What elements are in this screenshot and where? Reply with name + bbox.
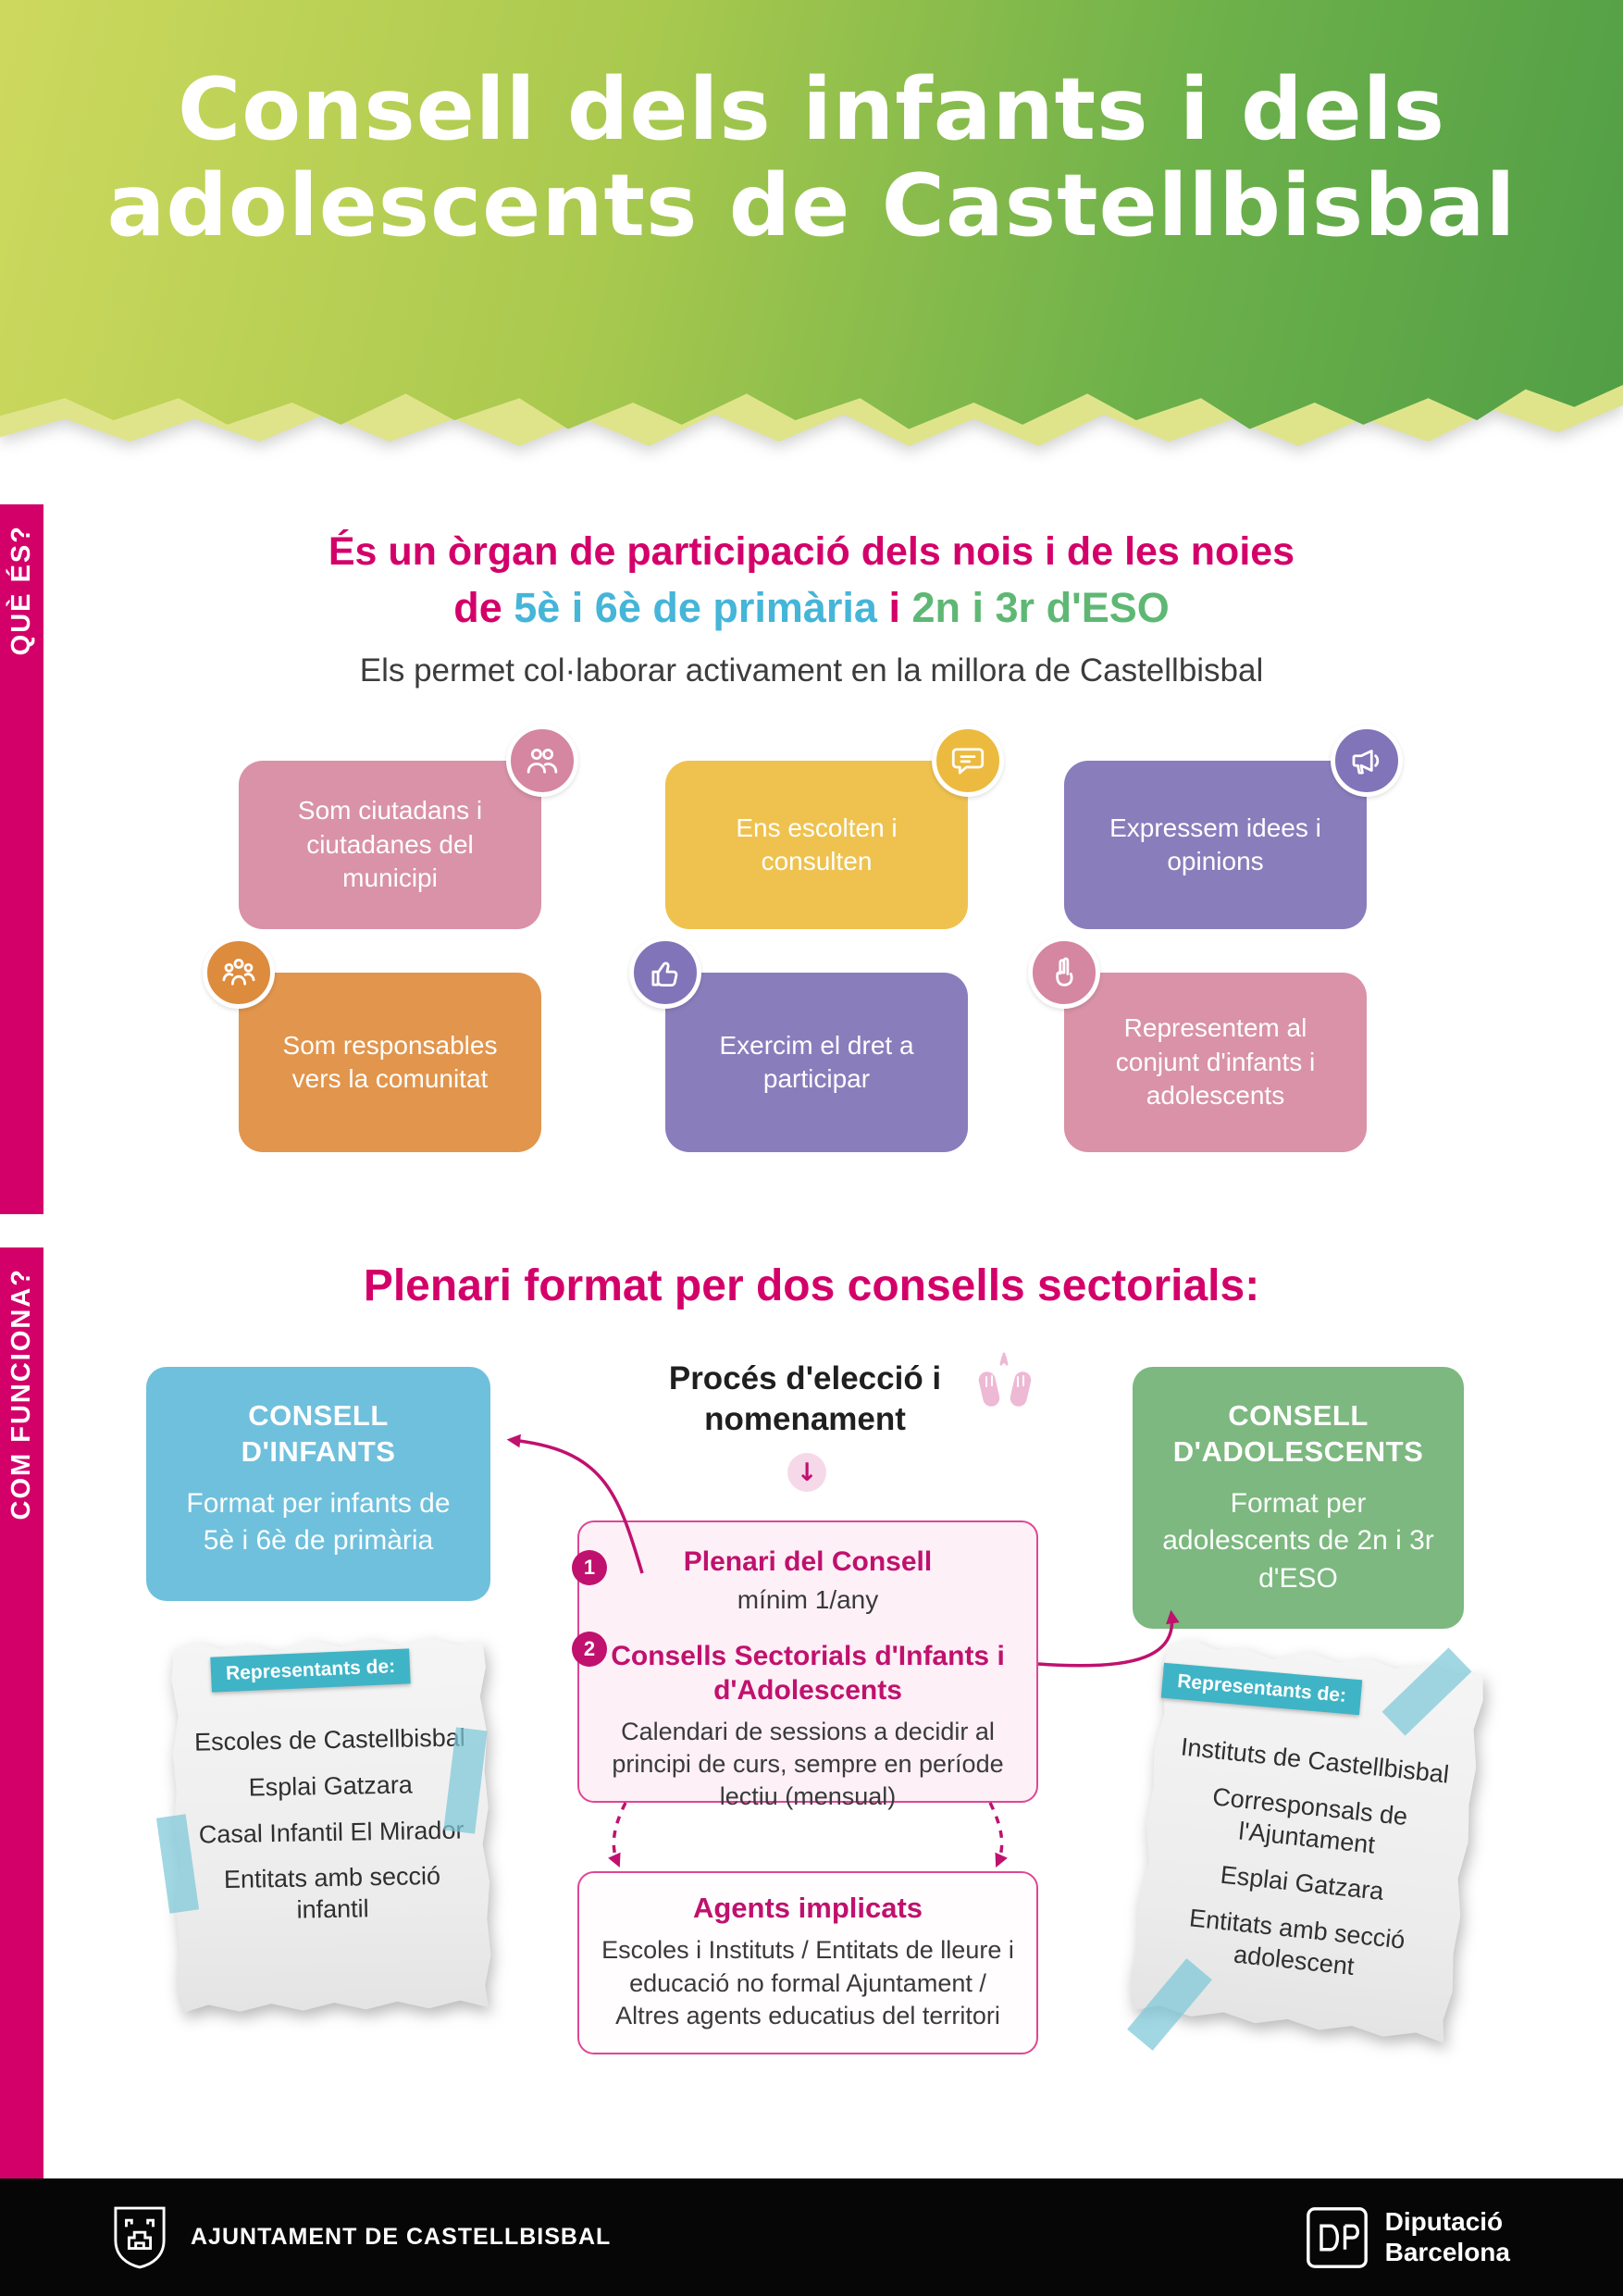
citizens-icon bbox=[506, 725, 578, 797]
primaria-highlight: 5è i 6è de primària bbox=[514, 584, 877, 631]
page-title-line2: adolescents de Castellbisbal bbox=[106, 155, 1517, 256]
note-item: Entitats amb secció infantil bbox=[223, 1862, 441, 1924]
agents-title: Agents implicats bbox=[692, 1892, 923, 1924]
sidebar-label-com-funciona: COM FUNCIONA? bbox=[6, 1268, 36, 1520]
diputacio-icon bbox=[1306, 2206, 1368, 2268]
victory-hand-icon bbox=[1028, 937, 1100, 1009]
raised-hands-icon bbox=[960, 1340, 1049, 1429]
note-item: Corresponsals de l'Ajuntament bbox=[1211, 1781, 1409, 1859]
diputacio-line1: Diputació bbox=[1384, 2207, 1504, 2237]
header-banner: Consell dels infants i dels adolescents … bbox=[0, 0, 1623, 429]
step-1: Plenari del Consell mínim 1/any bbox=[611, 1545, 1005, 1617]
intro-section: És un òrgan de participació dels nois i … bbox=[43, 529, 1580, 689]
consell-adolescents-title: CONSELL D'ADOLESCENTS bbox=[1172, 1399, 1424, 1468]
step-2-body: Calendari de sessions a decidir al princ… bbox=[612, 1717, 1004, 1811]
intro-de: de bbox=[453, 584, 502, 631]
note-item: Casal Infantil El Mirador bbox=[198, 1816, 465, 1848]
note-item: Escoles de Castellbisbal bbox=[193, 1723, 465, 1756]
feature-box-idees: Expressem idees i opinions bbox=[1064, 761, 1367, 929]
consell-adolescents-body: Format per adolescents de 2n i 3r d'ESO bbox=[1162, 1487, 1434, 1594]
feature-box-escolten: Ens escolten i consulten bbox=[665, 761, 968, 929]
plenari-heading: Plenari format per dos consells sectoria… bbox=[363, 1261, 1260, 1310]
sidebar-que-es: QUÈ ÉS? bbox=[0, 504, 43, 1214]
diputacio-line2: Barcelona bbox=[1384, 2237, 1510, 2266]
speech-bubble-icon bbox=[932, 725, 1004, 797]
diputacio-logo: Diputació Barcelona bbox=[1306, 2206, 1510, 2269]
step-1-badge: 1 bbox=[572, 1550, 607, 1585]
feature-box-ciutadans: Som ciutadans i ciutadanes del municipi bbox=[239, 761, 541, 929]
intro-line2: de 5è i 6è de primària i 2n i 3r d'ESO bbox=[43, 584, 1580, 632]
feature-box-participar: Exercim el dret a participar bbox=[665, 973, 968, 1152]
ajuntament-logo: AJUNTAMENT DE CASTELLBISBAL bbox=[113, 2205, 611, 2270]
feature-label: Ens escolten i consulten bbox=[736, 813, 898, 875]
step-1-body: mínim 1/any bbox=[737, 1584, 879, 1614]
step-1-title: Plenari del Consell bbox=[683, 1546, 933, 1577]
note-representants-infants: Escoles de Castellbisbal Esplai Gatzara … bbox=[174, 1640, 489, 2010]
feature-label: Representem al conjunt d'infants i adole… bbox=[1115, 1013, 1316, 1111]
ajuntament-label: AJUNTAMENT DE CASTELLBISBAL bbox=[191, 2224, 612, 2250]
feature-box-responsables: Som responsables vers la comunitat bbox=[239, 973, 541, 1152]
agents-implicats-box: Agents implicats Escoles i Instituts / E… bbox=[577, 1871, 1038, 2054]
sidebar-com-funciona: COM FUNCIONA? bbox=[0, 1247, 43, 2178]
proces-heading: Procés d'elecció i nomenament bbox=[668, 1360, 942, 1437]
consell-infants-box: CONSELL D'INFANTS Format per infants de … bbox=[146, 1367, 490, 1601]
note-item: Esplai Gatzara bbox=[248, 1770, 414, 1802]
plenari-consell-box: 1 2 Plenari del Consell mínim 1/any Cons… bbox=[572, 1520, 1038, 1810]
feature-label: Expressem idees i opinions bbox=[1109, 813, 1321, 875]
footer: AJUNTAMENT DE CASTELLBISBAL Diputació Ba… bbox=[0, 2178, 1623, 2296]
castle-shield-icon bbox=[114, 2206, 166, 2268]
diputacio-text: Diputació Barcelona bbox=[1385, 2207, 1510, 2266]
consell-infants-title: CONSELL D'INFANTS bbox=[241, 1399, 396, 1468]
consell-infants-body: Format per infants de 5è i 6è de primàri… bbox=[186, 1487, 451, 1557]
step-2: Consells Sectorials d'Infants i d'Adoles… bbox=[611, 1639, 1005, 1813]
thumbs-up-icon bbox=[629, 937, 701, 1009]
sidebar-label-que-es: QUÈ ÉS? bbox=[6, 525, 36, 656]
agents-body: Escoles i Instituts / Entitats de lleure… bbox=[601, 1936, 1014, 2030]
down-arrow-icon: ↓ bbox=[787, 1453, 826, 1492]
step-2-title: Consells Sectorials d'Infants i d'Adoles… bbox=[611, 1640, 1005, 1706]
feature-label: Som responsables vers la comunitat bbox=[282, 1030, 498, 1093]
feature-label: Exercim el dret a participar bbox=[719, 1030, 914, 1093]
community-icon bbox=[203, 937, 275, 1009]
eso-highlight: 2n i 3r d'ESO bbox=[911, 584, 1170, 631]
page-title-line1: Consell dels infants i dels bbox=[177, 59, 1445, 159]
header: Consell dels infants i dels adolescents … bbox=[0, 0, 1623, 463]
intro-line1: És un òrgan de participació dels nois i … bbox=[328, 529, 1295, 574]
intro-i: i bbox=[888, 584, 900, 631]
consell-adolescents-box: CONSELL D'ADOLESCENTS Format per adolesc… bbox=[1133, 1367, 1464, 1629]
intro-line3: Els permet col·laborar activament en la … bbox=[359, 652, 1264, 689]
feature-label: Som ciutadans i ciutadanes del municipi bbox=[297, 796, 483, 893]
megaphone-icon bbox=[1331, 725, 1403, 797]
page-title: Consell dels infants i dels adolescents … bbox=[0, 0, 1623, 254]
step-2-badge: 2 bbox=[572, 1632, 607, 1667]
feature-box-representem: Representem al conjunt d'infants i adole… bbox=[1064, 973, 1367, 1152]
